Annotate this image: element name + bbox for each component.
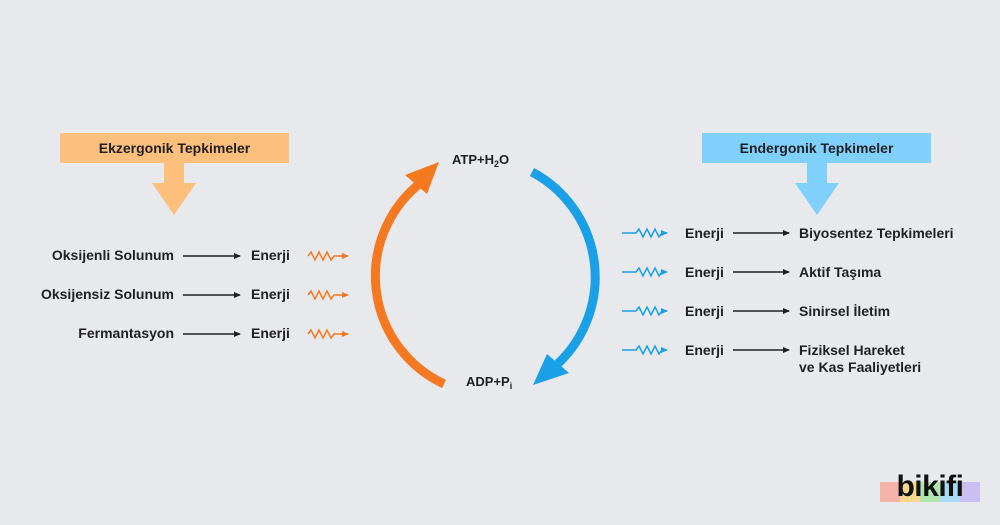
exergonic-item-oxygen-respiration: Oksijenli Solunum (51, 247, 174, 263)
endergonic-down-arrow (795, 163, 839, 215)
exergonic-header: Ekzergonik Tepkimeler (60, 133, 289, 163)
exergonic-energy-label: Enerji (251, 247, 290, 263)
endergonic-item-muscle-activity: ve Kas Faaliyetleri (799, 359, 922, 375)
atp-label: ATP+H2O (452, 152, 510, 169)
exergonic-item-fermentation: Fermantasyon (78, 325, 174, 341)
exergonic-energy-label: Enerji (251, 286, 290, 302)
energy-wave-icon (307, 250, 349, 262)
cycle-arc-blue (529, 168, 600, 372)
energy-wave-icon (307, 328, 349, 340)
adp-label: ADP+Pi (466, 374, 513, 391)
exergonic-down-arrow (152, 163, 196, 215)
endergonic-item-active-transport: Aktif Taşıma (799, 264, 882, 280)
cycle-arrowhead-orange (405, 162, 439, 194)
energy-wave-icon (622, 227, 668, 239)
energy-wave-icon (622, 344, 668, 356)
logo-text: bikifi (896, 470, 964, 503)
endergonic-energy-label: Enerji (685, 342, 724, 358)
energy-wave-icon (622, 305, 668, 317)
energy-wave-icon (622, 266, 668, 278)
endergonic-item-biosynthesis: Biyosentez Tepkimeleri (799, 225, 954, 241)
bikifi-logo: bikifi (880, 470, 980, 510)
endergonic-energy-label: Enerji (685, 225, 724, 241)
cycle-arrowhead-blue (533, 354, 569, 385)
endergonic-energy-label: Enerji (685, 303, 724, 319)
logo-stripes (880, 482, 980, 502)
endergonic-item-nerve-conduction: Sinirsel İletim (799, 303, 891, 319)
endergonic-energy-label: Enerji (685, 264, 724, 280)
endergonic-header: Endergonik Tepkimeler (702, 133, 931, 163)
exergonic-energy-label: Enerji (251, 325, 290, 341)
cycle-arc-orange (370, 177, 446, 389)
exergonic-item-anaerobic-respiration: Oksijensiz Solunum (40, 286, 174, 302)
endergonic-item-physical-movement: Fiziksel Hareket (799, 342, 905, 358)
energy-wave-icon (307, 289, 349, 301)
